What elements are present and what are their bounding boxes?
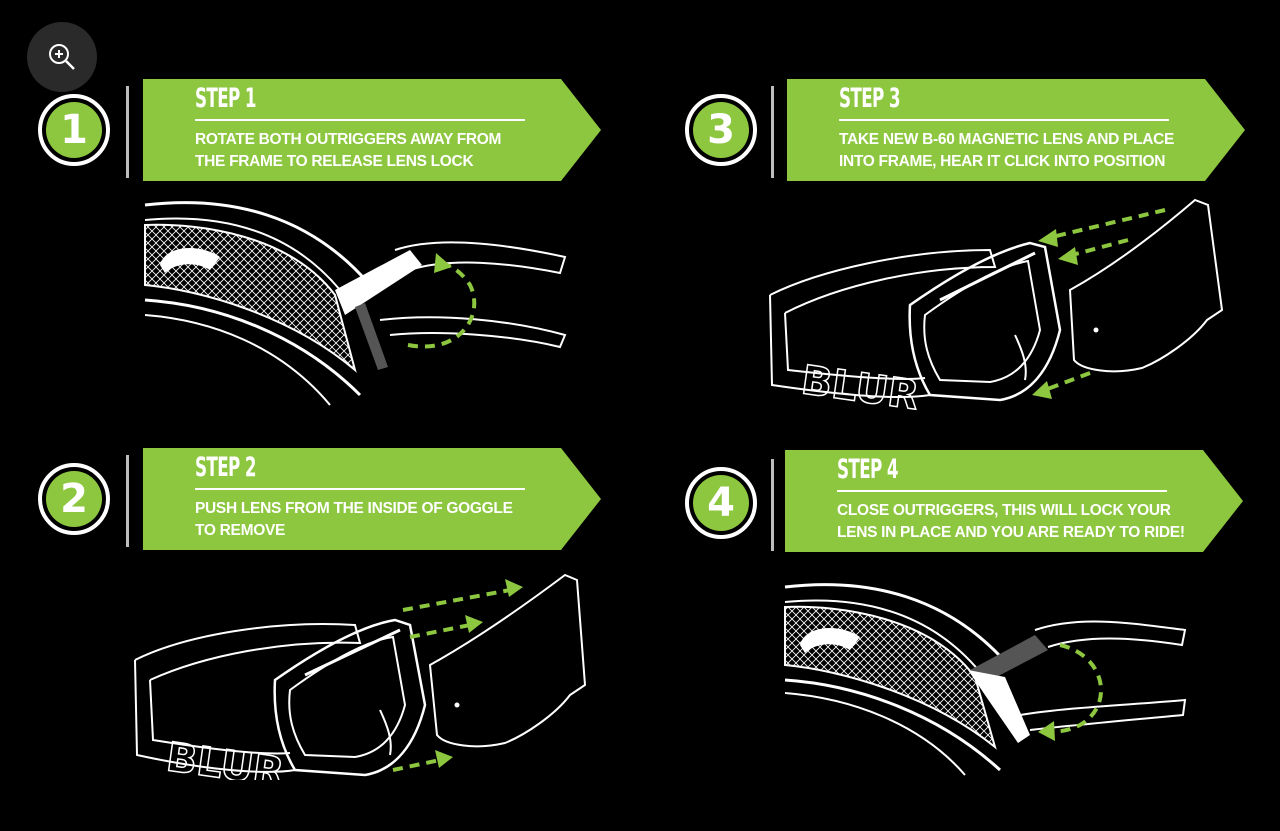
step-2-brand-text: BLUR [164, 734, 287, 780]
step-2-title: STEP 2 [195, 452, 257, 483]
step-3-badge: 3 [685, 94, 757, 166]
step-3-text: TAKE NEW B-60 MAGNETIC LENS AND PLACE IN… [839, 129, 1174, 173]
step-4-number: 4 [693, 475, 749, 531]
step-3-title-rule [839, 119, 1169, 121]
step-4-title-rule [837, 490, 1167, 492]
zoom-button[interactable] [27, 22, 97, 92]
step-3-text-line-1: TAKE NEW B-60 MAGNETIC LENS AND PLACE [839, 131, 1175, 148]
step-2-text-line-2: TO REMOVE [195, 522, 286, 539]
step-3-banner: STEP 3 TAKE NEW B-60 MAGNETIC LENS AND P… [787, 79, 1245, 181]
step-4-text-line-2: LENS IN PLACE AND YOU ARE READY TO RIDE! [837, 524, 1185, 541]
step-1-divider [126, 86, 129, 178]
step-2-text: PUSH LENS FROM THE INSIDE OF GOGGLE TO R… [195, 498, 513, 542]
step-1-banner: STEP 1 ROTATE BOTH OUTRIGGERS AWAY FROM … [143, 79, 601, 181]
step-3-number: 3 [693, 102, 749, 158]
step-2-illustration: BLUR [134, 573, 587, 780]
zoom-in-icon [49, 44, 75, 70]
step-4-illustration [784, 583, 1187, 776]
step-4-text-line-1: CLOSE OUTRIGGERS, THIS WILL LOCK YOUR [837, 502, 1171, 519]
step-3-illustration: BLUR [769, 198, 1224, 410]
step-1-illustration [144, 201, 567, 406]
step-4-divider [771, 459, 774, 551]
step-2-banner: STEP 2 PUSH LENS FROM THE INSIDE OF GOGG… [143, 448, 601, 550]
step-2-title-rule [195, 488, 525, 490]
step-1-text-line-2: THE FRAME TO RELEASE LENS LOCK [195, 153, 474, 170]
step-1-title: STEP 1 [195, 83, 257, 114]
step-2-badge: 2 [38, 463, 110, 535]
step-1-title-rule [195, 119, 525, 121]
step-4-text: CLOSE OUTRIGGERS, THIS WILL LOCK YOUR LE… [837, 500, 1185, 544]
step-3-divider [771, 86, 774, 178]
step-2-number: 2 [46, 471, 102, 527]
step-3-title: STEP 3 [839, 83, 901, 114]
step-1-number: 1 [46, 102, 102, 158]
step-2-divider [126, 455, 129, 547]
step-4-banner: STEP 4 CLOSE OUTRIGGERS, THIS WILL LOCK … [785, 450, 1243, 552]
step-1-badge: 1 [38, 94, 110, 166]
step-3-brand-text: BLUR [799, 357, 922, 410]
step-4-badge: 4 [685, 467, 757, 539]
step-3-text-line-2: INTO FRAME, HEAR IT CLICK INTO POSITION [839, 153, 1166, 170]
step-2-text-line-1: PUSH LENS FROM THE INSIDE OF GOGGLE [195, 500, 513, 517]
step-4-title: STEP 4 [837, 454, 899, 485]
step-1-text: ROTATE BOTH OUTRIGGERS AWAY FROM THE FRA… [195, 129, 501, 173]
step-1-text-line-1: ROTATE BOTH OUTRIGGERS AWAY FROM [195, 131, 502, 148]
